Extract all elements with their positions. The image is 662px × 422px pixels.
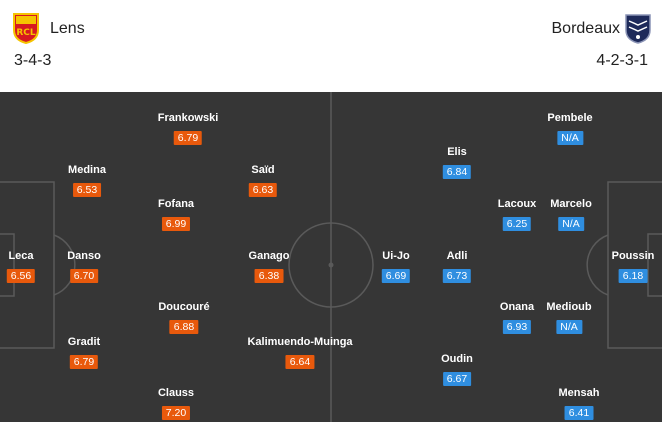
player-rating: 7.20 <box>161 406 191 420</box>
lens-crest-icon: RCL <box>13 13 39 44</box>
player-rating: 6.79 <box>173 131 203 145</box>
away-player[interactable]: Oudin 6.67 <box>441 353 473 387</box>
away-player[interactable]: Elis 6.84 <box>442 146 472 180</box>
player-name: Medina <box>68 164 106 176</box>
home-player[interactable]: Clauss 7.20 <box>158 387 194 421</box>
home-formation: 3-4-3 <box>14 52 52 69</box>
player-name: Fofana <box>157 198 195 210</box>
player-name: Frankowski <box>157 112 219 124</box>
player-name: Clauss <box>157 387 195 399</box>
home-player[interactable]: Doucouré 6.88 <box>158 301 210 335</box>
player-name: Medioub <box>546 301 592 313</box>
player-rating: 6.25 <box>502 217 532 231</box>
player-rating: 6.18 <box>618 269 648 283</box>
away-player[interactable]: Pembele N/A <box>547 112 593 146</box>
away-formation: 4-2-3-1 <box>596 52 648 69</box>
bordeaux-crest-icon <box>625 14 651 44</box>
player-name: Ganago <box>248 250 290 262</box>
home-player[interactable]: Ganago 6.38 <box>248 250 290 284</box>
away-team-name: Bordeaux <box>551 20 621 37</box>
player-rating: 6.73 <box>442 269 472 283</box>
player-rating: 6.64 <box>285 355 315 369</box>
player-rating: 6.63 <box>248 183 278 197</box>
home-player[interactable]: Danso 6.70 <box>67 250 101 284</box>
player-rating: 6.84 <box>442 165 472 179</box>
player-name: Ui-Jo <box>382 250 410 262</box>
away-player[interactable]: Poussin 6.18 <box>611 250 655 284</box>
player-name: Poussin <box>611 250 655 262</box>
pitch-lines <box>0 92 662 422</box>
player-name: Leca <box>8 250 34 262</box>
player-name: Saïd <box>251 164 275 176</box>
home-player[interactable]: Gradit 6.79 <box>68 336 100 370</box>
pitch: Leca 6.56 Medina 6.53 Danso 6.70 Gradit … <box>0 92 662 422</box>
svg-text:RCL: RCL <box>16 28 36 38</box>
away-player[interactable]: Ui-Jo 6.69 <box>381 250 411 284</box>
player-rating: N/A <box>556 320 582 334</box>
player-rating: 6.41 <box>564 406 594 420</box>
player-rating: 6.93 <box>502 320 532 334</box>
home-team-name: Lens <box>50 20 85 37</box>
away-player[interactable]: Lacoux 6.25 <box>497 198 537 232</box>
away-player[interactable]: Mensah 6.41 <box>558 387 600 421</box>
away-player[interactable]: Medioub N/A <box>546 301 592 335</box>
player-rating: 6.69 <box>381 269 411 283</box>
player-name: Onana <box>499 301 535 313</box>
player-name: Elis <box>447 146 467 158</box>
player-name: Oudin <box>441 353 473 365</box>
away-player[interactable]: Adli 6.73 <box>442 250 472 284</box>
player-rating: 6.79 <box>69 355 99 369</box>
player-name: Marcelo <box>550 198 592 210</box>
player-name: Mensah <box>558 387 600 399</box>
home-player[interactable]: Fofana 6.99 <box>158 198 194 232</box>
player-rating: N/A <box>557 217 584 231</box>
match-header: RCL Lens 3-4-3 Bordeaux 4-2-3-1 <box>0 0 662 92</box>
player-name: Doucouré <box>158 301 210 313</box>
player-rating: 6.99 <box>161 217 191 231</box>
home-player[interactable]: Frankowski 6.79 <box>157 112 219 146</box>
player-rating: 6.53 <box>72 183 102 197</box>
home-player[interactable]: Medina 6.53 <box>68 164 106 198</box>
player-rating: 6.38 <box>254 269 284 283</box>
home-player[interactable]: Kalimuendo-Muinga 6.64 <box>247 336 353 370</box>
away-player[interactable]: Onana 6.93 <box>500 301 534 335</box>
player-name: Danso <box>67 250 101 262</box>
player-name: Adli <box>446 250 468 262</box>
player-rating: 6.67 <box>442 372 472 386</box>
player-rating: 6.70 <box>69 269 99 283</box>
player-rating: 6.56 <box>6 269 36 283</box>
player-rating: 6.88 <box>169 320 199 334</box>
player-name: Kalimuendo-Muinga <box>247 336 353 348</box>
player-name: Lacoux <box>497 198 537 210</box>
player-rating: N/A <box>557 131 583 145</box>
away-player[interactable]: Marcelo N/A <box>550 198 592 232</box>
player-name: Gradit <box>67 336 101 348</box>
home-player[interactable]: Saïd 6.63 <box>248 164 278 198</box>
player-name: Pembele <box>547 112 593 124</box>
home-player[interactable]: Leca 6.56 <box>6 250 36 284</box>
